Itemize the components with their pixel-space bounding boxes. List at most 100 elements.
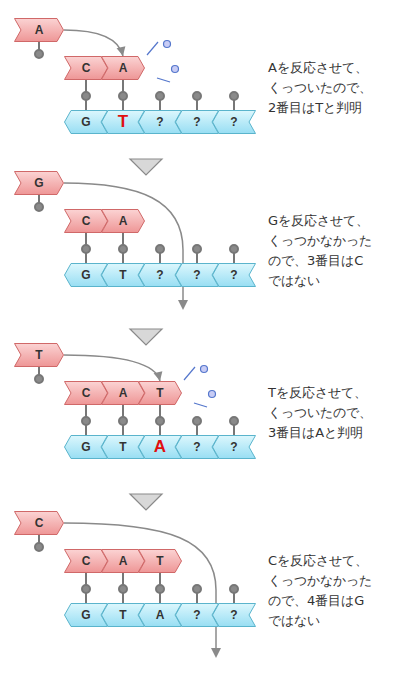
linker-stem <box>159 97 161 110</box>
release-line <box>184 367 195 380</box>
base-letter: ? <box>193 115 200 129</box>
linker-stem <box>233 97 235 110</box>
template-base: ? <box>212 435 256 459</box>
base-letter: ? <box>230 115 237 129</box>
block-shape <box>15 512 64 535</box>
base-letter: ? <box>193 440 200 454</box>
linker-stem <box>122 405 124 435</box>
linker-stem <box>233 250 235 263</box>
base-letter: T <box>35 348 42 362</box>
template-base: ? <box>212 110 256 134</box>
linker-dot <box>156 585 164 593</box>
linker-dot <box>82 585 90 593</box>
base-letter: ? <box>230 608 237 622</box>
linker-stem <box>122 573 124 603</box>
template-base: ? <box>212 263 256 287</box>
linker-stem <box>38 195 40 204</box>
linker-dot <box>193 585 201 593</box>
pass-through-arrow <box>64 183 183 302</box>
reagent-nucleotide: T <box>14 343 64 367</box>
base-letter: ? <box>193 608 200 622</box>
linker-dot <box>82 417 90 425</box>
arrow-line <box>64 355 160 381</box>
base-letter: A <box>154 437 166 457</box>
arrow-head <box>211 648 221 658</box>
block-shape <box>65 57 108 80</box>
reagent-nucleotide: G <box>14 171 64 195</box>
linker-dot <box>35 50 43 58</box>
step-note: Gを反応させて、 くっつかなかった ので、3番目はC ではない <box>268 211 398 291</box>
linker-stem <box>196 250 198 263</box>
base-letter: C <box>35 516 44 530</box>
base-letter: C <box>82 61 91 75</box>
base-letter: G <box>34 176 43 190</box>
block-shape <box>102 57 145 80</box>
base-letter: T <box>119 440 126 454</box>
synthesized-base: T <box>138 549 182 573</box>
step-triangle <box>130 494 162 510</box>
block-shape <box>213 264 256 287</box>
linker-dot <box>119 585 127 593</box>
synthesized-base: A <box>101 549 145 573</box>
base-letter: G <box>81 608 90 622</box>
linker-stem <box>196 97 198 110</box>
linker-stem <box>233 422 235 435</box>
linker-stem <box>122 80 124 110</box>
block-shape <box>65 550 108 573</box>
release-bubble <box>172 66 179 73</box>
linker-dot <box>119 245 127 253</box>
base-letter: G <box>81 115 90 129</box>
linker-stem <box>85 405 87 435</box>
block-shape <box>15 19 64 42</box>
binding-arrow <box>64 355 162 381</box>
linker-dot <box>230 92 238 100</box>
linker-dot <box>230 585 238 593</box>
base-letter: C <box>82 386 91 400</box>
linker-stem <box>196 590 198 603</box>
base-letter: T <box>119 608 126 622</box>
base-letter: T <box>156 554 163 568</box>
base-letter: T <box>118 112 128 132</box>
base-letter: ? <box>230 440 237 454</box>
linker-dot <box>230 245 238 253</box>
block-shape <box>15 344 64 367</box>
synthesized-base: A <box>101 381 145 405</box>
linker-dot <box>35 543 43 551</box>
linker-dot <box>193 245 201 253</box>
linker-dot <box>119 92 127 100</box>
synthesized-base: A <box>101 209 145 233</box>
base-letter: T <box>119 268 126 282</box>
release-line <box>194 403 207 407</box>
step-note: Aを反応させて、 くっついたので、 2番目はTと判明 <box>268 58 398 118</box>
linker-dot <box>35 375 43 383</box>
linker-dot <box>193 417 201 425</box>
release-bubble <box>209 391 216 398</box>
base-letter: A <box>119 554 128 568</box>
block-shape <box>15 172 64 195</box>
block-shape <box>102 550 145 573</box>
linker-dot <box>230 417 238 425</box>
base-letter: A <box>119 386 128 400</box>
synthesized-base: C <box>64 381 108 405</box>
block-shape <box>65 382 108 405</box>
arrow-head <box>178 300 188 310</box>
pass-through-arrow <box>64 523 216 650</box>
linker-dot <box>82 92 90 100</box>
step-note: Cを反応させて、 くっつかなかった ので、4番目はG ではない <box>268 551 398 631</box>
linker-dot <box>156 92 164 100</box>
block-shape <box>139 382 182 405</box>
arrow-line <box>64 30 123 56</box>
synthesized-base: A <box>101 56 145 80</box>
base-letter: C <box>82 214 91 228</box>
step-triangle <box>130 329 162 345</box>
base-letter: G <box>81 268 90 282</box>
block-shape <box>213 604 256 627</box>
release-line <box>147 42 158 55</box>
arrow-head <box>154 371 163 381</box>
block-shape <box>65 210 108 233</box>
binding-arrow <box>64 30 125 56</box>
synthesized-base: C <box>64 56 108 80</box>
synthesized-base: T <box>138 381 182 405</box>
linker-stem <box>85 233 87 263</box>
linker-dot <box>156 417 164 425</box>
